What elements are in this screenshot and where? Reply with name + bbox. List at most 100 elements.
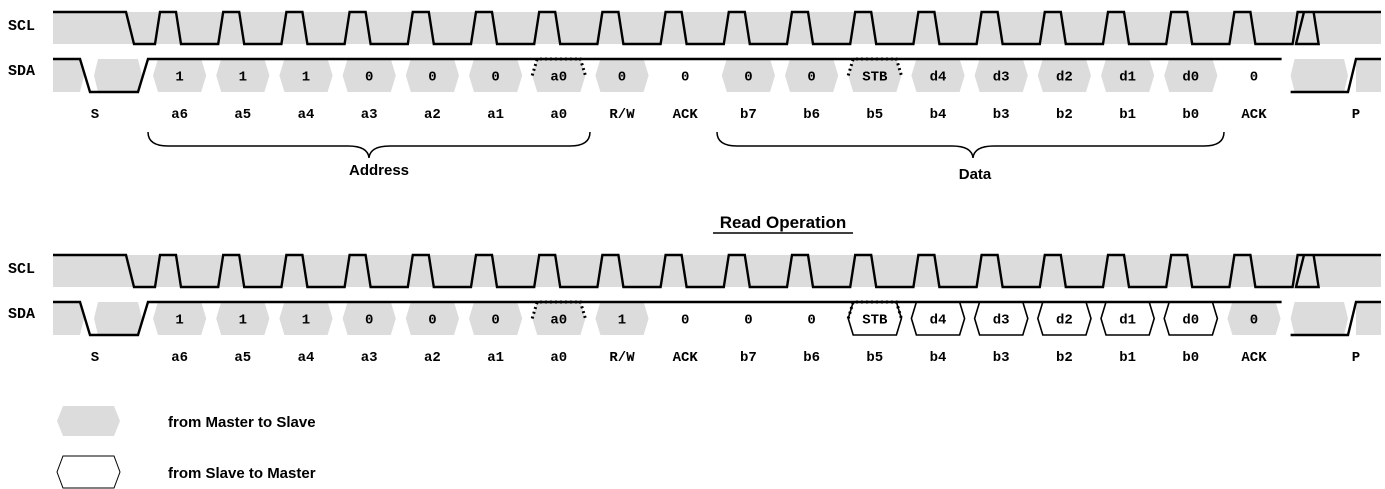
sda-bit-value: d2: [1056, 313, 1073, 329]
sda-bit-cell-master: [785, 59, 839, 92]
sda-idle-start: [53, 302, 84, 335]
sda-bit-value: d1: [1119, 70, 1136, 86]
sda-bit-value: 0: [807, 70, 815, 86]
bit-label: b5: [866, 350, 883, 366]
sda-bit-cell-master: [216, 302, 270, 335]
sda-bit-value: a0: [550, 313, 567, 329]
sda-bit-cell-master: [1101, 59, 1155, 92]
bit-label: b7: [740, 350, 757, 366]
sda-bit-value: 0: [681, 70, 689, 86]
bit-label: a1: [487, 350, 504, 366]
sda-bit-value: d1: [1119, 313, 1136, 329]
sda-bit-value: a0: [550, 70, 567, 86]
sda-waveform: [53, 57, 1381, 94]
sda-bit-cell-master: [1227, 302, 1281, 335]
sda-bit-value: 0: [744, 70, 752, 86]
sda-bit-value: d3: [993, 313, 1010, 329]
address-brace-label: Address: [349, 162, 409, 179]
sda-idle-end: [1356, 59, 1381, 92]
bit-label: a4: [298, 350, 315, 366]
bit-label: a6: [171, 107, 188, 123]
sda-bit-cell-master: [532, 302, 586, 335]
sda-bit-cell-master: [153, 302, 207, 335]
legend-slave-to-master-swatch: [56, 455, 121, 489]
sda-bit-value: 0: [681, 313, 689, 329]
sda-bit-cell-master: [405, 59, 459, 92]
bit-label: a6: [171, 350, 188, 366]
sda-bit-cell-master: [342, 302, 396, 335]
sda-bit-value: 1: [618, 313, 626, 329]
sda-bit-value: 0: [491, 70, 499, 86]
sda-bit-cell-master: [1037, 59, 1091, 92]
sda-bit-value: d2: [1056, 70, 1073, 86]
sda-bit-cell-master: [469, 302, 523, 335]
bit-label: P: [1352, 107, 1360, 123]
sda-idle-end: [1356, 302, 1381, 335]
sda-bit-cell-master: [721, 59, 775, 92]
scl-band: [53, 255, 1381, 287]
scl-waveform: [53, 10, 1381, 46]
bit-label: S: [91, 107, 99, 123]
bit-label: a3: [361, 350, 378, 366]
bit-label: ACK: [1241, 350, 1267, 366]
sda-start-gap: [94, 302, 142, 335]
sda-bit-value: 1: [175, 313, 183, 329]
sda-bit-cell-master: [532, 59, 586, 92]
bit-label: R/W: [609, 350, 635, 366]
bit-label: a5: [234, 350, 251, 366]
sda-signal-name: SDA: [8, 306, 35, 323]
bit-label: b4: [930, 107, 947, 123]
bit-label: b6: [803, 107, 820, 123]
legend-slave-to-master-label: from Slave to Master: [168, 465, 316, 482]
sda-bit-value: d4: [930, 313, 947, 329]
scl-signal-name: SCL: [8, 261, 35, 278]
sda-signal-name: SDA: [8, 63, 35, 80]
bit-label: b5: [866, 107, 883, 123]
sda-bit-value: STB: [862, 70, 888, 86]
sda-bit-cell-master: [848, 59, 902, 92]
sda-bit-value: d4: [930, 70, 947, 86]
read-operation-title: Read Operation: [720, 213, 847, 232]
scl-signal-name: SCL: [8, 18, 35, 35]
sda-bit-value: 1: [175, 70, 183, 86]
sda-bit-value: 1: [239, 313, 247, 329]
bit-label: a4: [298, 107, 315, 123]
bit-label: a2: [424, 350, 441, 366]
bit-label: b6: [803, 350, 820, 366]
bit-label: a3: [361, 107, 378, 123]
bit-label: b3: [993, 350, 1010, 366]
sda-bit-value: 0: [365, 70, 373, 86]
sda-bit-value: STB: [862, 313, 888, 329]
bit-label: R/W: [609, 107, 635, 123]
sda-bit-cell-master: [153, 59, 207, 92]
sda-bit-value: 1: [302, 313, 310, 329]
sda-idle-start: [53, 59, 84, 92]
sda-bit-cell-master: [216, 59, 270, 92]
bit-label: ACK: [1241, 107, 1267, 123]
sda-bit-cell-master: [342, 59, 396, 92]
sda-bit-cell-master: [469, 59, 523, 92]
sda-bit-cell-master: [595, 59, 649, 92]
data-brace: [716, 131, 1225, 159]
scl-waveform: [53, 253, 1381, 289]
address-brace: [147, 131, 591, 159]
bit-label: b4: [930, 350, 947, 366]
sda-bit-cell-master: [1164, 59, 1218, 92]
sda-bit-value: 1: [239, 70, 247, 86]
bit-label: a5: [234, 107, 251, 123]
sda-start-gap: [94, 59, 142, 92]
bit-label: ACK: [673, 107, 699, 123]
sda-stop-gap: [1290, 59, 1348, 92]
bit-label: a0: [550, 350, 567, 366]
sda-bit-value: 0: [744, 313, 752, 329]
sda-waveform: [53, 300, 1381, 337]
sda-bit-value: d0: [1182, 70, 1199, 86]
bit-label: b2: [1056, 350, 1073, 366]
bit-label: ACK: [673, 350, 699, 366]
sda-bit-cell-master: [279, 302, 333, 335]
bit-label: b2: [1056, 107, 1073, 123]
sda-bit-cell-master: [405, 302, 459, 335]
bit-label: a2: [424, 107, 441, 123]
